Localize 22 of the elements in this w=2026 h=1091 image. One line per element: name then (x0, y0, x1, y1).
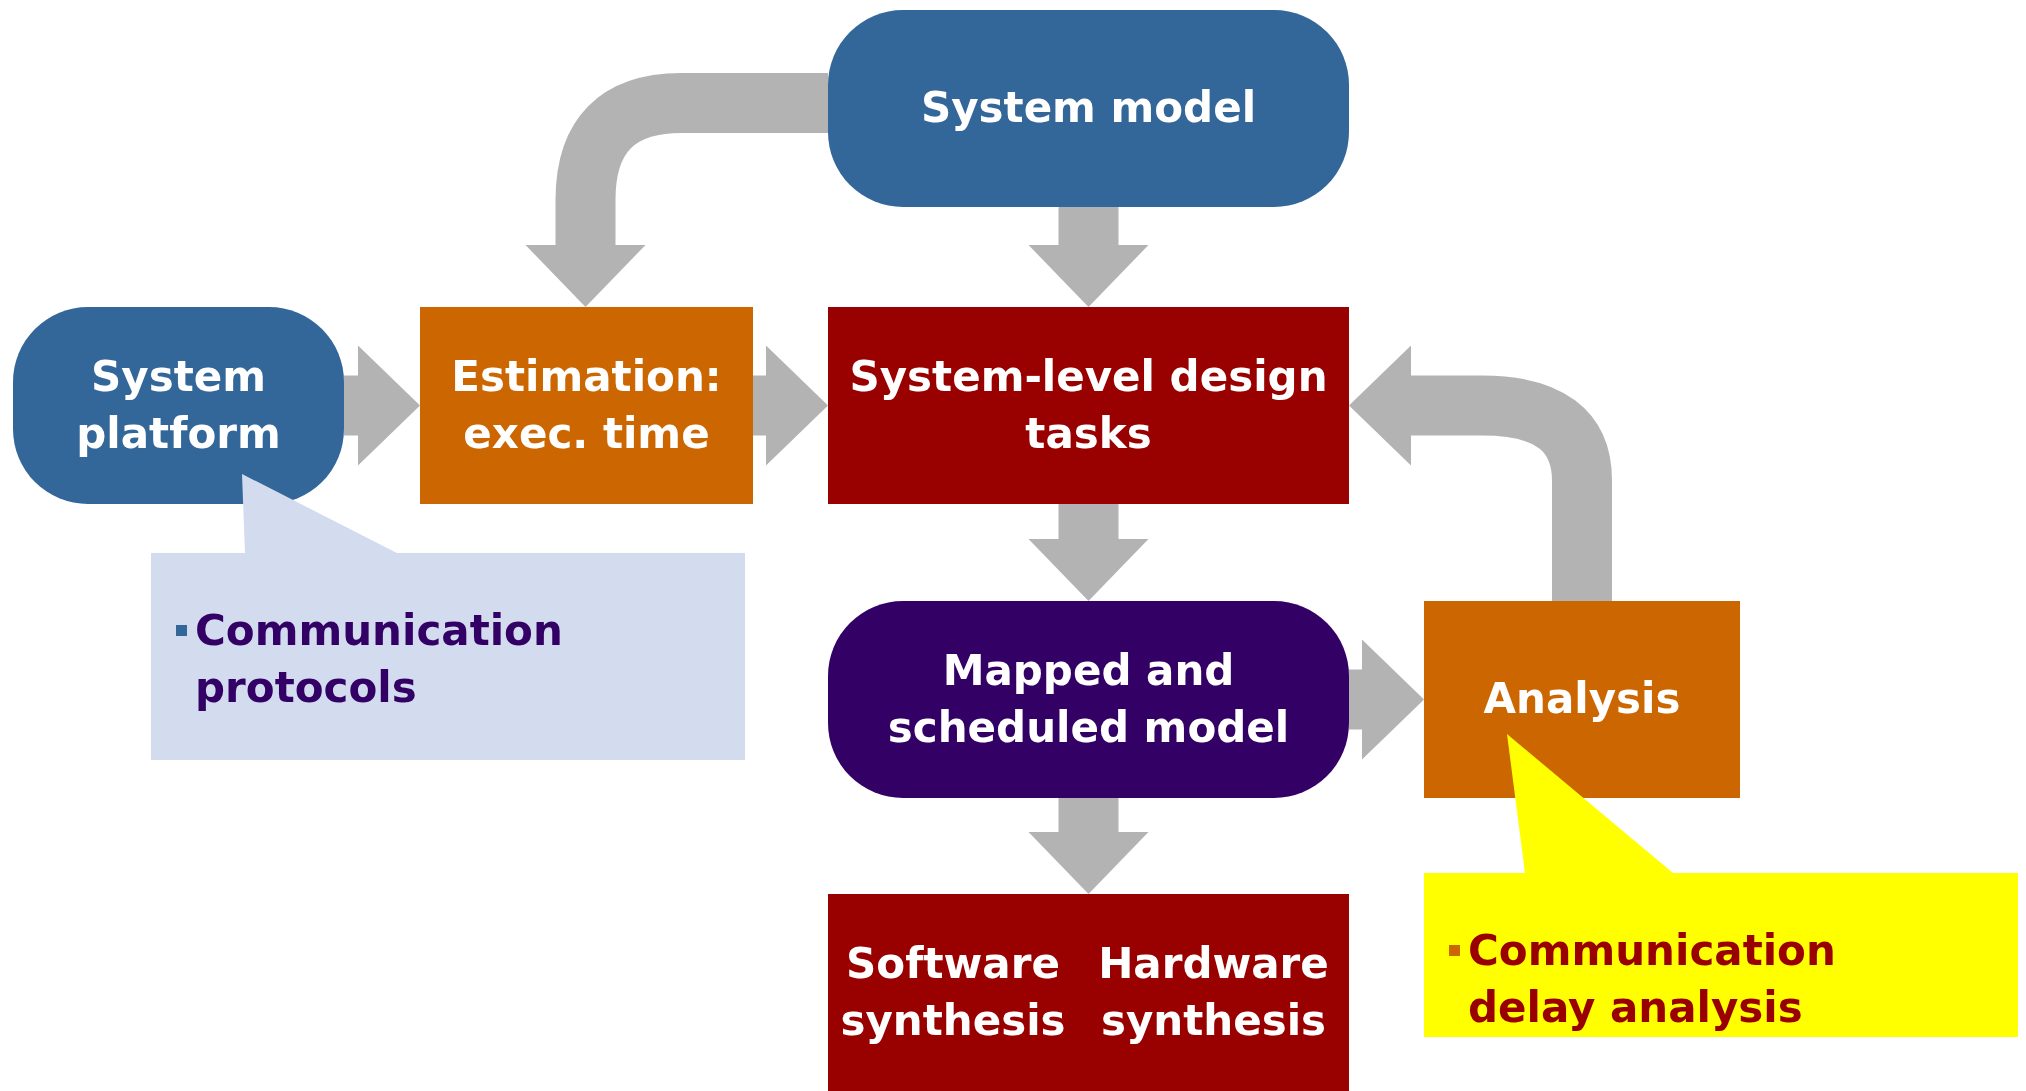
callout-box (151, 474, 745, 760)
output-box (828, 894, 1349, 1091)
node-label: Hardware synthesis (1078, 894, 1349, 1091)
arrow (1028, 504, 1149, 601)
process-box (1424, 601, 1740, 798)
node-label: Estimation: exec. time (450, 350, 723, 460)
node-label: System-level design tasks (848, 350, 1329, 460)
node-label: System model (920, 82, 1257, 135)
process-box (420, 307, 753, 504)
callout-text: Communication protocols (195, 605, 564, 714)
arrow (1028, 798, 1149, 894)
callout-box (1424, 734, 2018, 1037)
arrow (753, 345, 828, 466)
node-label: System platform (75, 350, 282, 460)
arrow (344, 345, 420, 466)
callout-text: Communication delay analysis (1468, 925, 1837, 1034)
process-box (828, 307, 1349, 504)
arrow (1028, 207, 1149, 307)
node-label: Software synthesis (828, 894, 1078, 1091)
node-label: Analysis (1483, 673, 1681, 726)
arrow (1349, 639, 1424, 760)
node-label: Mapped and scheduled model (886, 644, 1291, 754)
